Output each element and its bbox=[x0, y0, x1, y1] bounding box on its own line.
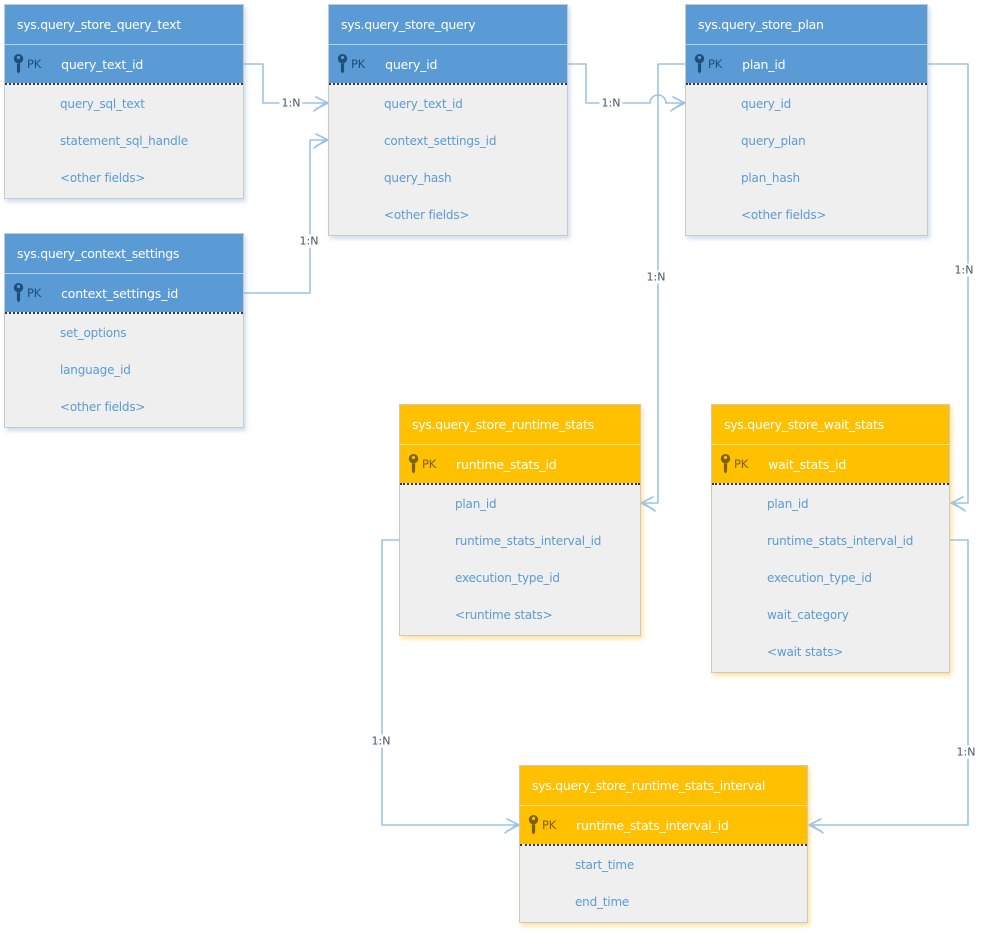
field-row: <other fields> bbox=[60, 399, 146, 414]
field-row: <runtime stats> bbox=[455, 607, 553, 622]
cardinality-label: 1:N bbox=[599, 96, 623, 110]
field-row: query_sql_text bbox=[60, 96, 145, 111]
key-icon bbox=[13, 282, 24, 304]
field-row: plan_id bbox=[767, 496, 809, 511]
entity-query-store-runtime-stats-interval: sys.query_store_runtime_stats_interval P… bbox=[519, 765, 808, 923]
entity-title: sys.query_store_plan bbox=[686, 5, 927, 45]
field-list: start_time end_time bbox=[520, 844, 807, 922]
connector-contextsettings-to-query bbox=[243, 133, 329, 294]
field-row: execution_type_id bbox=[455, 570, 560, 585]
pk-label: PK bbox=[351, 57, 366, 71]
pk-row: PK query_id bbox=[329, 45, 567, 83]
pk-field-name: runtime_stats_id bbox=[456, 456, 557, 472]
entity-title: sys.query_store_runtime_stats_interval bbox=[520, 766, 807, 806]
entity-query-store-runtime-stats: sys.query_store_runtime_stats PK runtime… bbox=[399, 404, 641, 636]
field-list: query_text_id context_settings_id query_… bbox=[329, 83, 567, 235]
pk-field-name: context_settings_id bbox=[61, 285, 179, 301]
key-icon bbox=[408, 453, 419, 475]
field-row: query_hash bbox=[384, 170, 452, 185]
field-row: <other fields> bbox=[741, 207, 827, 222]
pk-label: PK bbox=[422, 457, 437, 471]
pk-row: PK query_text_id bbox=[5, 45, 243, 83]
field-row: query_text_id bbox=[384, 96, 463, 111]
entity-title: sys.query_store_query bbox=[329, 5, 567, 45]
field-row: plan_hash bbox=[741, 170, 800, 185]
field-list: set_options language_id <other fields> bbox=[5, 312, 243, 427]
connector-plan-to-runtimestats bbox=[640, 63, 686, 512]
entity-query-store-query: sys.query_store_query PK query_id query_… bbox=[328, 4, 568, 236]
pk-row: PK context_settings_id bbox=[5, 274, 243, 312]
entity-title: sys.query_store_query_text bbox=[5, 5, 243, 45]
pk-label: PK bbox=[27, 286, 42, 300]
field-row: <other fields> bbox=[60, 170, 146, 185]
pk-field-name: query_id bbox=[385, 56, 438, 72]
field-list: plan_id runtime_stats_interval_id execut… bbox=[400, 483, 640, 635]
cardinality-label: 1:N bbox=[297, 234, 321, 248]
key-icon bbox=[528, 814, 539, 836]
field-row: runtime_stats_interval_id bbox=[767, 533, 914, 548]
entity-query-store-plan: sys.query_store_plan PK plan_id query_id… bbox=[685, 4, 928, 236]
key-icon bbox=[694, 53, 705, 75]
pk-row: PK wait_stats_id bbox=[712, 445, 949, 483]
field-row: plan_id bbox=[455, 496, 497, 511]
field-row: runtime_stats_interval_id bbox=[455, 533, 602, 548]
entity-query-context-settings: sys.query_context_settings PK context_se… bbox=[4, 233, 244, 428]
entity-query-store-query-text: sys.query_store_query_text PK query_text… bbox=[4, 4, 244, 199]
pk-field-name: wait_stats_id bbox=[768, 456, 847, 472]
pk-label: PK bbox=[708, 57, 723, 71]
connector-interval-to-waitstats bbox=[808, 539, 969, 834]
field-list: query_sql_text statement_sql_handle <oth… bbox=[5, 83, 243, 198]
pk-field-name: runtime_stats_interval_id bbox=[576, 817, 729, 833]
connector-plan-to-waitstats bbox=[927, 63, 969, 512]
cardinality-label: 1:N bbox=[369, 734, 393, 748]
field-row: end_time bbox=[575, 894, 630, 909]
entity-title: sys.query_store_wait_stats bbox=[712, 405, 949, 445]
pk-label: PK bbox=[27, 57, 42, 71]
field-list: plan_id runtime_stats_interval_id execut… bbox=[712, 483, 949, 672]
key-icon bbox=[337, 53, 348, 75]
connector-query-to-plan bbox=[567, 63, 686, 112]
field-row: set_options bbox=[60, 325, 127, 340]
pk-field-name: query_text_id bbox=[61, 56, 144, 72]
pk-row: PK runtime_stats_interval_id bbox=[520, 806, 807, 844]
pk-row: PK runtime_stats_id bbox=[400, 445, 640, 483]
key-icon bbox=[720, 453, 731, 475]
cardinality-label: 1:N bbox=[954, 745, 978, 759]
pk-label: PK bbox=[542, 818, 557, 832]
cardinality-label: 1:N bbox=[279, 96, 303, 110]
field-row: <wait stats> bbox=[767, 644, 843, 659]
field-list: query_id query_plan plan_hash <other fie… bbox=[686, 83, 927, 235]
field-row: <other fields> bbox=[384, 207, 470, 222]
field-row: query_plan bbox=[741, 133, 806, 148]
entity-title: sys.query_context_settings bbox=[5, 234, 243, 274]
pk-label: PK bbox=[734, 457, 749, 471]
cardinality-label: 1:N bbox=[952, 263, 976, 277]
pk-field-name: plan_id bbox=[742, 56, 786, 72]
field-row: context_settings_id bbox=[384, 133, 497, 148]
key-icon bbox=[13, 53, 24, 75]
field-row: start_time bbox=[575, 857, 635, 872]
cardinality-label: 1:N bbox=[644, 270, 668, 284]
entity-query-store-wait-stats: sys.query_store_wait_stats PK wait_stats… bbox=[711, 404, 950, 673]
field-row: query_id bbox=[741, 96, 791, 111]
field-row: execution_type_id bbox=[767, 570, 872, 585]
entity-title: sys.query_store_runtime_stats bbox=[400, 405, 640, 445]
field-row: statement_sql_handle bbox=[60, 133, 188, 148]
field-row: language_id bbox=[60, 362, 131, 377]
field-row: wait_category bbox=[767, 607, 849, 622]
pk-row: PK plan_id bbox=[686, 45, 927, 83]
